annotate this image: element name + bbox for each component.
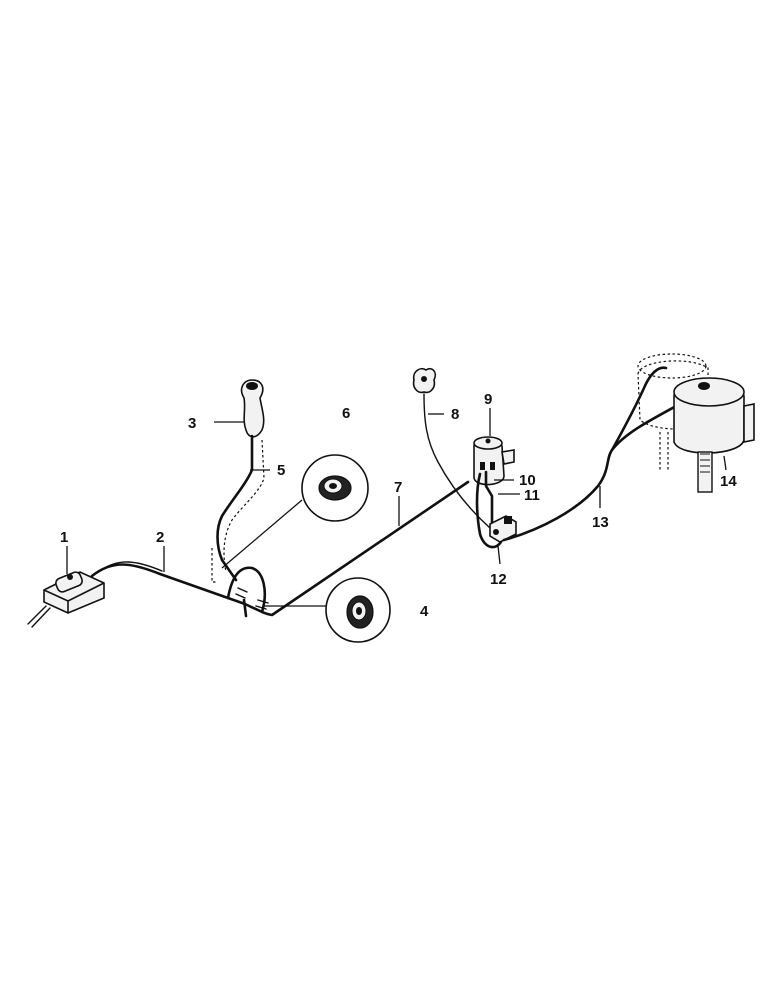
leader-lines	[66, 408, 601, 574]
relay-unit	[473, 436, 515, 549]
socket-lead	[412, 367, 491, 529]
callout-12: 12	[490, 571, 507, 588]
callout-labels: 1 2 3 4 5 6 7 8 9 10 11 12 13 14	[60, 391, 737, 620]
grommet-lower	[264, 577, 391, 643]
grommet-upper	[221, 454, 369, 569]
callout-2: 2	[156, 529, 164, 546]
terminal-lead	[211, 379, 265, 583]
motor-assembly	[637, 353, 755, 493]
callout-5: 5	[277, 462, 285, 479]
callout-14: 14	[720, 473, 737, 490]
switch-box	[27, 571, 105, 628]
callout-4: 4	[420, 603, 429, 620]
callout-1: 1	[60, 529, 68, 546]
motor-lead-wire	[502, 366, 708, 542]
callout-11: 11	[524, 487, 540, 504]
callout-8: 8	[451, 406, 459, 423]
callout-7: 7	[394, 479, 402, 496]
callout-3: 3	[188, 415, 196, 432]
callout-9: 9	[484, 391, 492, 408]
small-switch	[489, 515, 517, 543]
callout-6: 6	[342, 405, 350, 422]
callout-13: 13	[592, 514, 609, 531]
main-harness-wire	[90, 480, 470, 618]
callout-10: 10	[519, 472, 536, 489]
